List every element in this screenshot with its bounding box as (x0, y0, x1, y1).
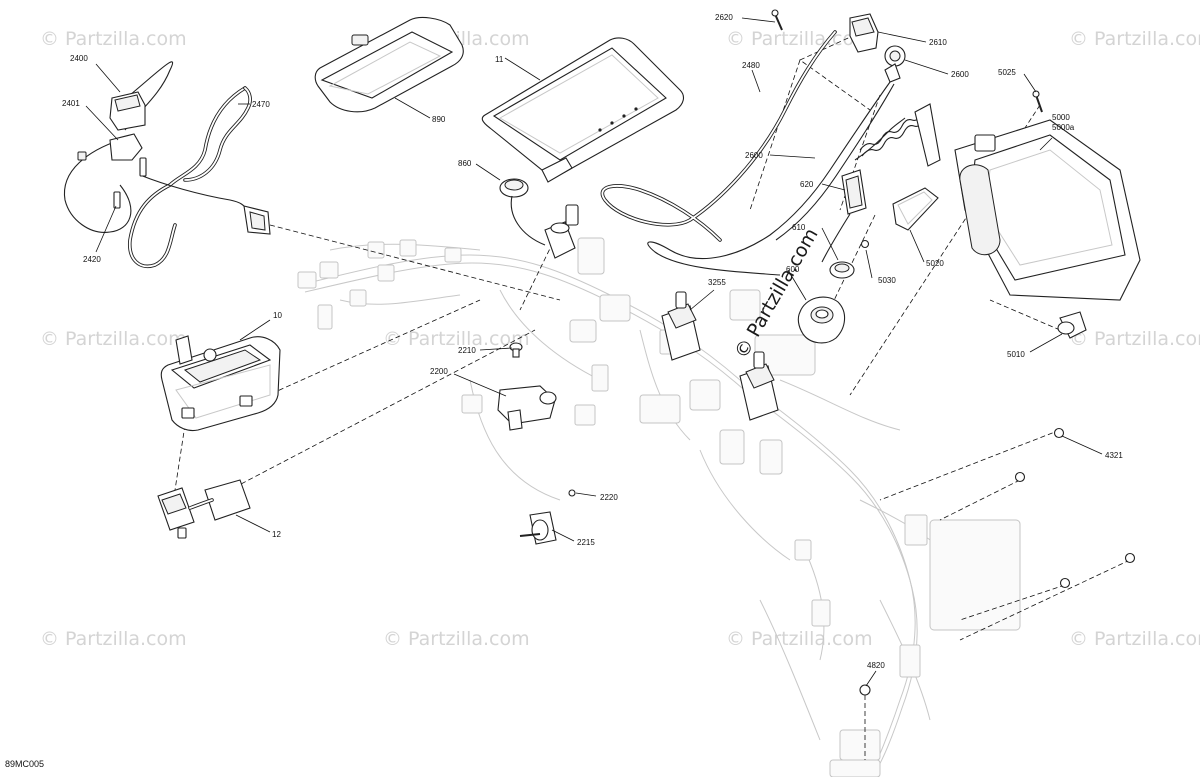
callout-5030: 5030 (878, 276, 896, 285)
callout-5020: 5020 (926, 259, 944, 268)
watermark: © Partzilla.com (383, 628, 530, 650)
watermark: © Partzilla.com (726, 628, 873, 650)
callout-2210: 2210 (458, 346, 476, 355)
watermark: © Partzilla.com (1069, 328, 1200, 350)
callout-12: 12 (272, 530, 281, 539)
watermark: © Partzilla.com (40, 628, 187, 650)
callout-10: 10 (273, 311, 282, 320)
callout-labels: 2400 2401 2470 2420 890 11 860 2620 2610… (62, 13, 1123, 670)
knob-600-610 (797, 261, 855, 344)
callout-620: 620 (800, 180, 814, 189)
callout-2220: 2220 (600, 493, 618, 502)
watermark: © Partzilla.com (383, 328, 530, 350)
callout-2620: 2620 (715, 13, 733, 22)
drawing-code: 89MC005 (5, 759, 44, 769)
switches-3255 (661, 291, 779, 421)
callout-4321: 4321 (1105, 451, 1123, 460)
watermark: © Partzilla.com (40, 328, 187, 350)
watermark: © Partzilla.com (1069, 628, 1200, 650)
callout-2200: 2200 (430, 367, 448, 376)
switch-assembly-2400 (63, 61, 271, 268)
callout-600: 600 (786, 265, 800, 274)
fuse-box-10 (160, 335, 281, 432)
display-11 (481, 37, 685, 183)
callout-2600-top: 2600 (951, 70, 969, 79)
callout-890: 890 (432, 115, 446, 124)
callout-2215: 2215 (577, 538, 595, 547)
callout-5010: 5010 (1007, 350, 1025, 359)
callout-860: 860 (458, 159, 472, 168)
callout-4820: 4820 (867, 661, 885, 670)
watermark: © Partzilla.com (40, 28, 187, 50)
callout-2400: 2400 (70, 54, 88, 63)
callout-2401: 2401 (62, 99, 80, 108)
connector-12 (157, 479, 251, 539)
callout-610: 610 (792, 223, 806, 232)
callout-2420: 2420 (83, 255, 101, 264)
cover-890 (314, 16, 464, 113)
coil-cord-620 (821, 103, 941, 263)
callout-2610: 2610 (929, 38, 947, 47)
leader-lines (85, 17, 1103, 687)
callout-5000: 5000 (1052, 113, 1070, 122)
sensor-2215 (519, 489, 576, 545)
callout-2600-mid: 2600 (745, 151, 763, 160)
cables-2480-2600 (600, 30, 895, 276)
watermark: © Partzilla.com (1069, 28, 1200, 50)
callout-5000a: 5000a (1052, 123, 1075, 132)
bracket-5020 (860, 187, 939, 249)
main-harness-ghost (297, 237, 1021, 777)
callout-5025: 5025 (998, 68, 1016, 77)
module-2610-group (771, 9, 906, 83)
nuts-4321-4820 (859, 427, 1136, 696)
callout-11: 11 (495, 55, 504, 64)
sensor-2200 (497, 342, 557, 431)
callout-2470: 2470 (252, 100, 270, 109)
callout-3255: 3255 (708, 278, 726, 287)
control-module-5000 (954, 90, 1141, 339)
watermark-layer: © Partzilla.com © Partzilla.com © Partzi… (40, 28, 1200, 650)
connector-860 (499, 178, 579, 259)
callout-2480: 2480 (742, 61, 760, 70)
